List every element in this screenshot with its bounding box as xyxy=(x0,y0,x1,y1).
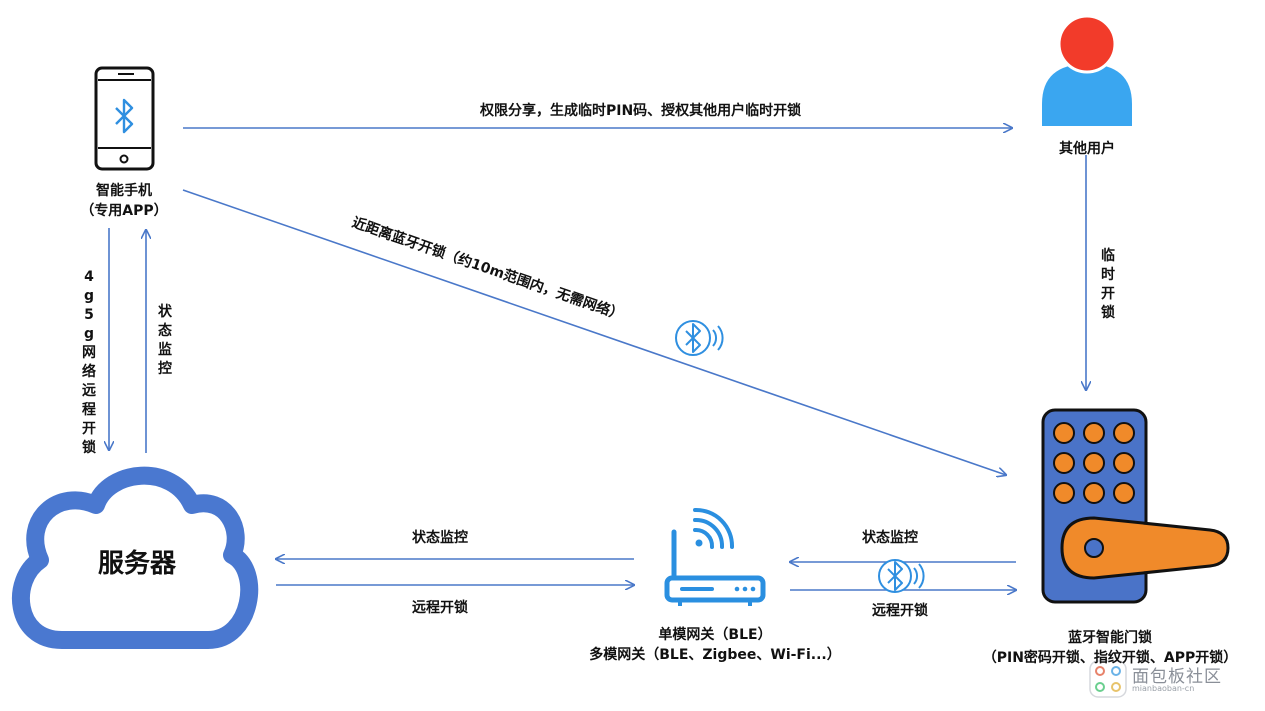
smartphone-icon xyxy=(94,66,155,171)
edge-label-temp-unlock: 临时开锁 xyxy=(1101,248,1115,321)
user-icon xyxy=(1042,14,1132,126)
cloud-icon xyxy=(12,466,259,649)
lock-label: 蓝牙智能门锁 （PIN密码开锁、指纹开锁、APP开锁） xyxy=(960,628,1260,668)
server-label: 服务器 xyxy=(97,549,176,579)
gateway-label-line1: 单模网关（BLE） xyxy=(658,627,772,643)
edge-label-status-server: 状态监控 xyxy=(412,530,468,546)
watermark-logo xyxy=(1089,660,1127,698)
gateway-label: 单模网关（BLE） 多模网关（BLE、Zigbee、Wi-Fi...） xyxy=(560,625,870,665)
gateway-label-line2: 多模网关（BLE、Zigbee、Wi-Fi...） xyxy=(589,647,841,663)
watermark-subtext: mianbaoban-cn xyxy=(1132,684,1195,693)
phone-label-line1: 智能手机 xyxy=(96,183,152,199)
lock-label-line1: 蓝牙智能门锁 xyxy=(1068,630,1152,646)
phone-label: 智能手机 （专用APP） xyxy=(74,180,174,220)
edge-label-share: 权限分享，生成临时PIN码、授权其他用户临时开锁 xyxy=(480,103,802,119)
smart-lock-icon xyxy=(1041,408,1230,604)
edge-label-remote-server: 远程开锁 xyxy=(412,600,468,616)
edge-label-remote-4g: 4g5g网络远程开锁 xyxy=(82,269,96,456)
router-icon xyxy=(664,507,766,606)
lock-label-line2: （PIN密码开锁、指纹开锁、APP开锁） xyxy=(982,650,1238,666)
edge-label-status-phone: 状态监控 xyxy=(158,304,172,377)
edge-label-remote-lock: 远程开锁 xyxy=(872,603,928,619)
bluetooth-signal-icon xyxy=(675,320,724,356)
bluetooth-signal-icon-2 xyxy=(878,559,925,593)
phone-label-line2: （专用APP） xyxy=(80,203,168,219)
arrow-ble-near xyxy=(182,189,1006,475)
watermark-text: 面包板社区 xyxy=(1132,667,1222,687)
other-user-label: 其他用户 xyxy=(1059,141,1115,157)
edge-label-status-lock: 状态监控 xyxy=(862,530,918,546)
